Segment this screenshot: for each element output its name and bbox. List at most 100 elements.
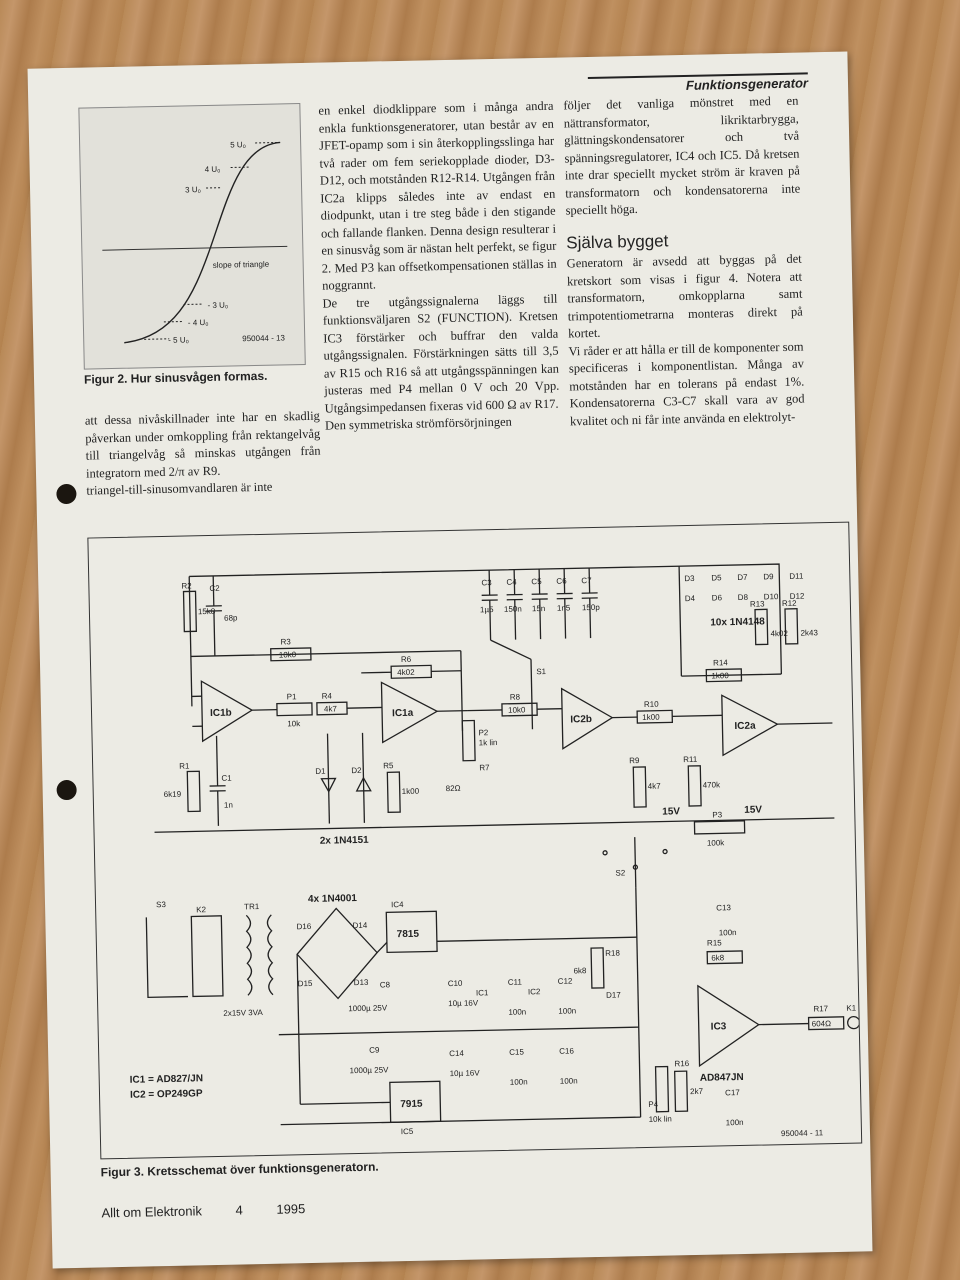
label-ic1a: IC1a (392, 708, 414, 719)
label-d8: D8 (738, 593, 749, 602)
label-tr1: TR1 (244, 902, 260, 911)
label-d17: D17 (606, 990, 621, 999)
label-r13-value: 4k02 (770, 629, 788, 638)
figure-2-caption: Figur 2. Hur sinusvågen formas. (83, 368, 268, 387)
label-c6-value: 1n5 (557, 603, 571, 612)
label-r12: R12 (782, 599, 797, 608)
label-c8-value: 1000µ 25V (348, 1003, 388, 1013)
footer-magazine-name: Allt om Elektronik (101, 1203, 203, 1221)
label-r10-value: 1k00 (642, 713, 660, 722)
figure-3-schematic: R2 15k8 C2 68p R3 10k0 C3 1µ5 C4 150n C5… (87, 521, 863, 1160)
label-ic3-value: AD847JN (700, 1072, 744, 1084)
label-p2: P2 (478, 728, 489, 737)
label-c3-value: 1µ5 (480, 605, 494, 614)
label-d1: D1 (315, 767, 326, 776)
label-r1-value: 6k19 (164, 790, 182, 799)
label-r2: R2 (181, 581, 192, 590)
label-r17-value: 604Ω (812, 1019, 832, 1028)
figure-3-caption: Figur 3. Kretsschemat över funktionsgene… (100, 1159, 379, 1180)
label-diodes-1n4148: 10x 1N4148 (710, 616, 765, 628)
label-c2-value: 68p (224, 613, 238, 622)
label-r17: R17 (813, 1004, 828, 1013)
col2-paragraph-1: en enkel diodklippare som i många andra … (318, 98, 557, 293)
label-r10: R10 (644, 700, 659, 709)
label-s1: S1 (536, 667, 547, 676)
label-c15-value: 100n (510, 1077, 528, 1086)
label-k1: K1 (846, 1004, 857, 1013)
label-ic2b: IC2b (570, 714, 592, 725)
label-r11-value: 470k (703, 780, 722, 789)
text-column-1: att dessa nivåskillnader inte har en ska… (85, 408, 322, 500)
label-ic2-supply: IC2 (528, 987, 541, 996)
label-r6: R6 (401, 655, 412, 664)
label-diodes-1n4151: 2x 1N4151 (320, 835, 370, 847)
label-ic3: IC3 (711, 1021, 727, 1032)
label-p3-value: 100k (707, 838, 726, 847)
label-d9: D9 (763, 572, 774, 581)
label-r18-value: 6k8 (573, 966, 587, 975)
text-column-2: en enkel diodklippare som i många andra … (318, 98, 560, 435)
label-r9-value: 4k7 (648, 782, 662, 791)
label-r16: R16 (674, 1059, 689, 1068)
label-d2: D2 (351, 766, 362, 775)
fig2-label-neg5u0: - 5 U₀ (168, 335, 189, 344)
label-c1: C1 (221, 774, 232, 783)
label-r2-value: 15k8 (198, 607, 216, 616)
running-head: Funktionsgenerator (587, 72, 809, 95)
label-c10: C10 (448, 979, 463, 988)
label-ic1-definition: IC1 = AD827/JN (130, 1073, 203, 1086)
label-d14: D14 (352, 921, 367, 930)
label-p2-value: 1k lin (479, 738, 498, 747)
fig2-label-slope: slope of triangle (213, 260, 270, 270)
fig2-label-neg3u0: - 3 U₀ (207, 301, 228, 310)
label-r4: R4 (322, 691, 333, 700)
label-c3: C3 (481, 578, 492, 587)
label-p3: P3 (712, 810, 723, 819)
section-heading-building: Själva bygget (566, 230, 669, 252)
label-c9: C9 (369, 1046, 380, 1055)
label-c14: C14 (449, 1049, 464, 1058)
label-r16-value: 2k7 (690, 1087, 704, 1096)
label-c13-value: 100n (719, 928, 737, 937)
label-r9: R9 (629, 756, 640, 765)
label-r15-value: 6k8 (711, 953, 725, 962)
label-d16: D16 (296, 922, 311, 931)
label-p1-value: 10k (287, 719, 301, 728)
label-d7: D7 (737, 573, 748, 582)
label-c8: C8 (380, 980, 391, 989)
label-r1: R1 (179, 761, 190, 770)
col3-paragraph-2: Generatorn är avsedd att byggas på det k… (566, 251, 803, 341)
label-r13: R13 (750, 599, 765, 608)
label-ic2a: IC2a (734, 721, 756, 732)
label-p3-plus15: 15V (662, 806, 680, 817)
label-r3-value: 10k0 (279, 650, 297, 659)
label-ic1b: IC1b (210, 708, 232, 719)
binder-hole-bottom (56, 779, 77, 801)
label-s2: S2 (615, 868, 626, 877)
label-c16-value: 100n (560, 1076, 578, 1085)
footer-issue: 4 (235, 1202, 243, 1218)
col1-paragraph-2: triangel-till-sinusomvandlaren är inte (86, 479, 273, 498)
page-footer: Allt om Elektronik 4 1995 (101, 1201, 335, 1221)
label-p1: P1 (287, 692, 298, 701)
label-d11: D11 (789, 572, 804, 581)
label-r18: R18 (605, 948, 620, 957)
label-c5: C5 (531, 577, 542, 586)
fig2-label-3u0: 3 U₀ (185, 185, 201, 194)
label-c5-value: 15n (532, 604, 546, 613)
label-c16: C16 (559, 1046, 574, 1055)
label-c1-value: 1n (224, 801, 233, 810)
label-r7: R7 (479, 763, 490, 772)
label-r3: R3 (280, 637, 291, 646)
label-r8: R8 (510, 693, 521, 702)
label-r15: R15 (707, 938, 722, 947)
label-c2: C2 (209, 584, 220, 593)
label-c6: C6 (556, 577, 567, 586)
label-r5-value: 1k00 (402, 787, 420, 796)
label-d10: D10 (764, 592, 779, 601)
label-bridge-1n4001: 4x 1N4001 (308, 893, 358, 905)
label-c12: C12 (558, 976, 573, 985)
label-d15: D15 (298, 979, 313, 988)
label-c11-value: 100n (508, 1007, 526, 1016)
label-c12-value: 100n (558, 1006, 576, 1015)
